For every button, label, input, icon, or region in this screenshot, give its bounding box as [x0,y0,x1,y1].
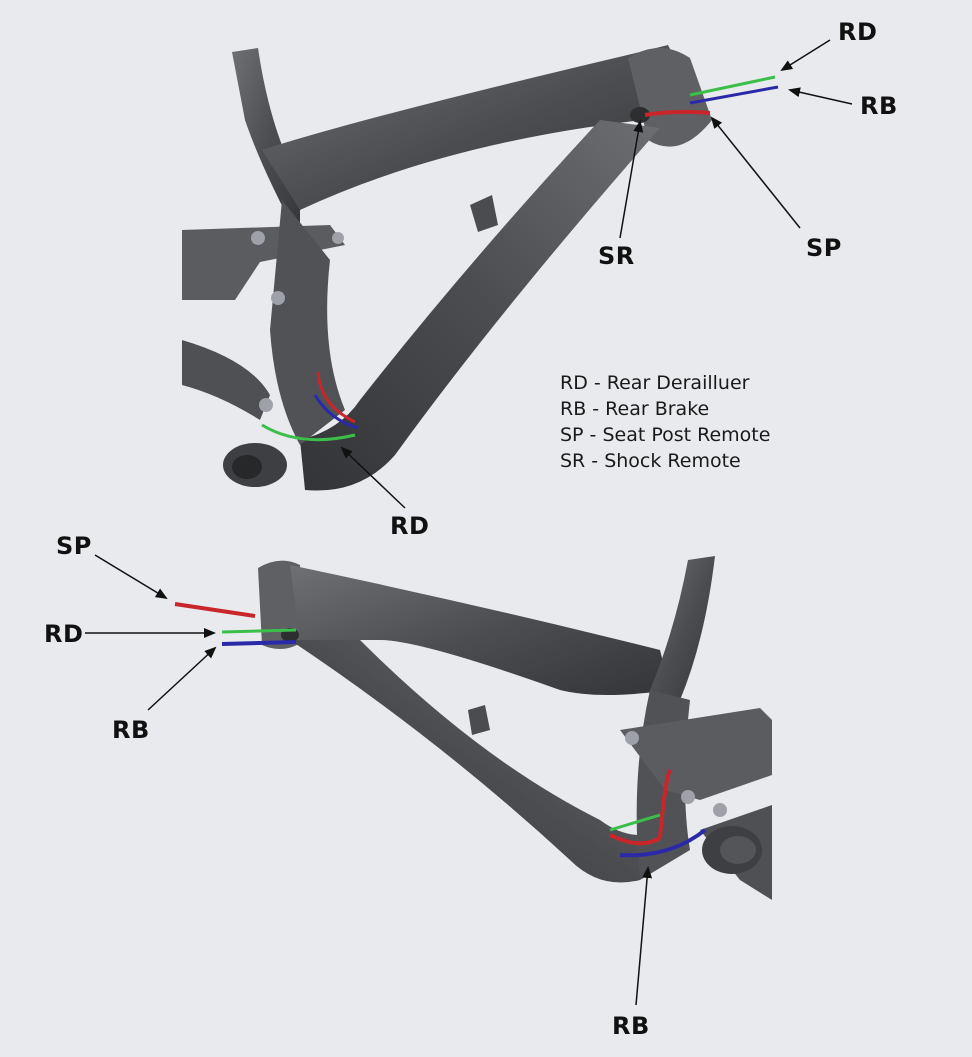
bottom-sp-arrow [94,554,168,600]
top-pivot-bolt [271,291,285,305]
top-cable-rd [689,75,776,97]
top-rb-arrow [788,87,853,105]
top-sr-arrow [619,120,644,239]
bottom-pivot-bolt [713,803,727,817]
top-pivot-bolt [259,398,273,412]
label-top-rd: RD [838,18,878,46]
label-top-sr: SR [598,242,635,270]
bottom-pivot-bolt [625,731,639,745]
bottom-frame [174,556,772,900]
bottom-rb-arrow [147,646,217,711]
top-cable-rd-lower [261,423,356,442]
bottom-top-tube [290,565,670,695]
label-bottom-rb-bottom: RB [612,1012,650,1040]
label-bottom-sp: SP [56,532,92,560]
top-cable-tab [470,195,498,232]
bottom-bottom-bracket-cap [720,836,756,864]
label-top-rd-bottom: RD [390,512,430,540]
bottom-cable-sp-lower [658,769,672,839]
legend-item-rb: RB - Rear Brake [560,398,710,420]
top-pivot-bolt [251,231,265,245]
legend-item-sp: SP - Seat Post Remote [560,424,771,446]
top-pivot-bolt [332,232,344,244]
bottom-cable-rd-lower [609,813,661,832]
bottom-rb-bottom-arrow [635,866,653,1006]
bottom-seat-tube [650,556,715,700]
bottom-rear-linkage [620,708,772,800]
bottom-pivot-bolt [681,790,695,804]
bottom-cable-tab [468,705,490,735]
label-top-rb: RB [860,92,898,120]
top-down-tube [300,120,660,491]
top-sp-arrow [710,116,801,229]
top-cable-rb-lower [313,394,359,430]
bottom-down-tube [290,640,640,883]
top-bottom-bracket-hole [232,455,262,479]
bottom-cable-rb [221,640,297,646]
top-head-tube [628,48,712,147]
top-top-tube [262,45,690,210]
top-cable-rb [689,85,779,105]
cable-legend: RD - Rear Derailluer RB - Rear Brake SP … [560,370,770,474]
top-cable-sr-lower [316,371,356,424]
label-bottom-rb: RB [112,716,150,744]
top-seat-tube [232,48,300,240]
bottom-cable-sp-lower-2 [609,833,662,846]
bottom-cable-rd [221,628,297,634]
bottom-cable-sp [174,602,256,618]
label-bottom-rd: RD [44,620,84,648]
top-rd-bottom-arrow [340,446,406,509]
label-top-sp: SP [806,234,842,262]
top-cable-sp [644,109,711,117]
top-cable-port [630,107,650,123]
top-seat-tube-lower [270,200,345,445]
bottom-cable-rb-lower [619,828,707,858]
top-frame [182,45,779,491]
legend-item-sr: SR - Shock Remote [560,450,741,472]
top-rd-arrow [780,39,831,72]
top-chainstay [182,340,270,420]
legend-item-rd: RD - Rear Derailluer [560,372,750,394]
